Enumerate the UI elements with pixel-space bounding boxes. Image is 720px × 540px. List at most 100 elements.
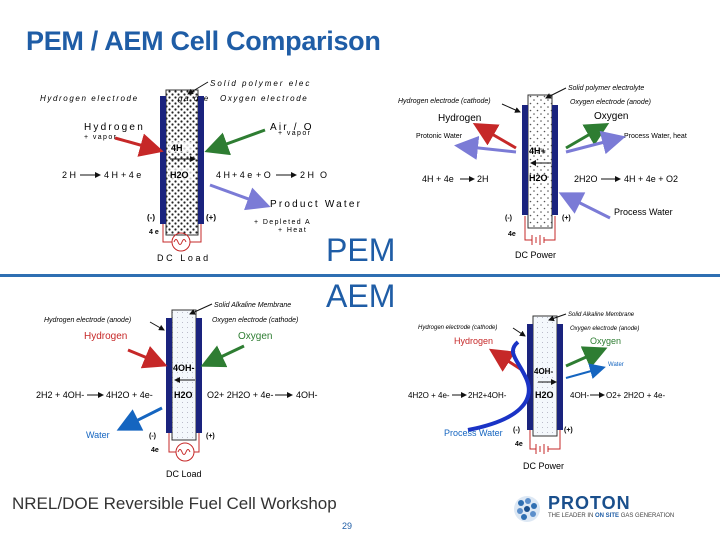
eq-left: 2H2 + 4OH- xyxy=(36,390,84,400)
minus-terminal: (-) xyxy=(513,427,520,434)
eq-left-b: 4 H xyxy=(104,170,118,180)
process-water-heat-arrow xyxy=(565,130,626,155)
protonic-water-arrow xyxy=(454,135,517,160)
eq-right-c: + O xyxy=(256,170,271,180)
electrons-label: 4e xyxy=(151,447,159,454)
water-out-label: Water xyxy=(86,430,110,440)
power-label: DC Power xyxy=(515,250,556,260)
eq-left-a: 2 H xyxy=(62,170,76,180)
right-electrode-label: Oxygen electrode (cathode) xyxy=(212,317,298,324)
plus-terminal: (+) xyxy=(564,427,573,434)
protonic-water-label: Protonic Water xyxy=(416,133,463,140)
hydrogen-label: Hydrogen xyxy=(84,122,145,133)
proton-logo: PROTON THE LEADER IN ON SITE GAS GENERAT… xyxy=(512,492,712,526)
process-water-arrow xyxy=(558,192,611,220)
hydrogen-out-arrow xyxy=(472,122,517,150)
electrons-label: 4 e xyxy=(149,229,159,236)
power-label: DC Power xyxy=(523,461,564,471)
eq-right-d: 2 H xyxy=(300,170,314,180)
oxygen-label: Oxygen xyxy=(590,336,621,346)
left-electrode-label: Hydrogen electrode (cathode) xyxy=(398,98,491,105)
hydrogen-in-arrow xyxy=(127,346,168,369)
membrane-label: Solid Alkaline Membrane xyxy=(568,312,635,318)
membrane xyxy=(532,315,558,437)
eq-right-prod: 4H + 4e + O2 xyxy=(624,174,678,184)
eq-left-prod: 2H xyxy=(477,174,489,184)
membrane xyxy=(165,89,199,236)
vapor-right-label: + vapor xyxy=(278,130,311,137)
ion-label: 4H xyxy=(171,143,183,153)
hydrogen-label: Hydrogen xyxy=(454,336,493,346)
aem-electrolyzer-diagram: Solid Alkaline Membrane Hydrogen electro… xyxy=(408,312,665,471)
electrons-label: 4e xyxy=(508,231,516,238)
left-electrode-label: Hydrogen electrode (cathode) xyxy=(418,325,497,331)
water-small-label: Water xyxy=(608,362,624,368)
plus-terminal: (+) xyxy=(206,213,216,222)
eq-right-a: 4 H xyxy=(216,170,230,180)
eq-right-prod: 4OH- xyxy=(296,390,318,400)
load-label: DC Load xyxy=(166,469,202,479)
pem-electrolyzer-diagram: Solid polymer electrolyte Hydrogen elect… xyxy=(398,85,687,260)
tagline-part-3: GAS GENERATION xyxy=(619,513,675,519)
right-electrode-label: Oxygen electrode (anode) xyxy=(570,99,651,106)
anode-plate xyxy=(166,318,172,433)
water-label: H2O xyxy=(174,390,193,400)
water-label: H2O xyxy=(170,170,189,180)
eq-right-e: O xyxy=(320,170,327,180)
hydrogen-label: Hydrogen xyxy=(438,113,481,124)
eq-right-b: + 4 e xyxy=(232,170,252,180)
load-icon xyxy=(175,442,195,462)
membrane xyxy=(171,309,197,441)
logo-wordmark: PROTON xyxy=(548,493,631,513)
water-out-arrow xyxy=(116,406,163,431)
product-label: Product Water xyxy=(270,199,362,210)
plus-terminal: (+) xyxy=(206,433,215,440)
product-water-arrow xyxy=(209,183,271,211)
process-water-path xyxy=(467,340,531,432)
aem-fuel-cell-diagram: Solid Alkaline Membrane Hydrogen electro… xyxy=(36,302,318,479)
oxygen-out-arrow xyxy=(565,122,610,150)
aem-label: AEM xyxy=(326,278,396,314)
eq-left-prod: 2H2+4OH- xyxy=(468,391,507,400)
left-electrode-label: Hydrogen electrode (anode) xyxy=(44,317,131,324)
oxygen-in-arrow xyxy=(200,344,245,368)
anode-plate xyxy=(160,96,166,224)
membrane-label: Solid polymer electrolyte xyxy=(568,85,644,92)
air-in-arrow xyxy=(204,128,266,156)
oxygen-label: Oxygen xyxy=(594,111,628,122)
plus-terminal: (+) xyxy=(562,215,571,222)
right-electrode-label: Oxygen electrode xyxy=(220,94,308,103)
left-electrode-label: Hydrogen electrode xyxy=(40,94,139,103)
load-icon xyxy=(171,232,191,252)
hydrogen-label: Hydrogen xyxy=(84,331,127,342)
eq-left: 4H + 4e xyxy=(422,174,454,184)
eq-left-prod: 4H2O + 4e- xyxy=(106,390,153,400)
tagline-part-2: ON SITE xyxy=(595,513,620,519)
cathode-plate xyxy=(196,318,202,433)
membrane xyxy=(527,94,553,229)
water-out-arrow xyxy=(565,363,606,379)
pem-label: PEM xyxy=(326,232,396,268)
membrane-label: Solid polymer elec xyxy=(210,79,311,88)
eq-right: O2+ 2H2O + 4e- xyxy=(207,390,274,400)
pem-fuel-cell-diagram: Solid polymer elec Hydrogen electrode ga… xyxy=(40,79,362,263)
air-label: Air / O xyxy=(270,122,314,133)
load-label: DC Load xyxy=(157,253,211,263)
minus-terminal: (-) xyxy=(505,215,512,222)
eq-right-prod: O2+ 2H2O + 4e- xyxy=(606,391,665,400)
ion-label: 4OH- xyxy=(534,367,553,376)
page-title: PEM / AEM Cell Comparison xyxy=(26,26,381,56)
section-divider xyxy=(0,274,720,277)
right-electrode-label: Oxygen electrode (anode) xyxy=(570,326,639,332)
depleted-label: + Depleted A xyxy=(254,219,311,226)
process-water-label-1: Process Water xyxy=(444,428,503,438)
tagline-part-1: THE LEADER IN xyxy=(548,513,596,519)
vapor-left-label: + vapor xyxy=(84,134,117,141)
electrons-label: 4e xyxy=(515,441,523,448)
oxygen-out-arrow xyxy=(565,346,608,369)
hydrogen-out-arrow xyxy=(488,348,523,372)
minus-terminal: (-) xyxy=(149,433,156,440)
ion-label: 4H+ xyxy=(529,146,546,156)
ion-label: 4OH- xyxy=(173,363,195,373)
